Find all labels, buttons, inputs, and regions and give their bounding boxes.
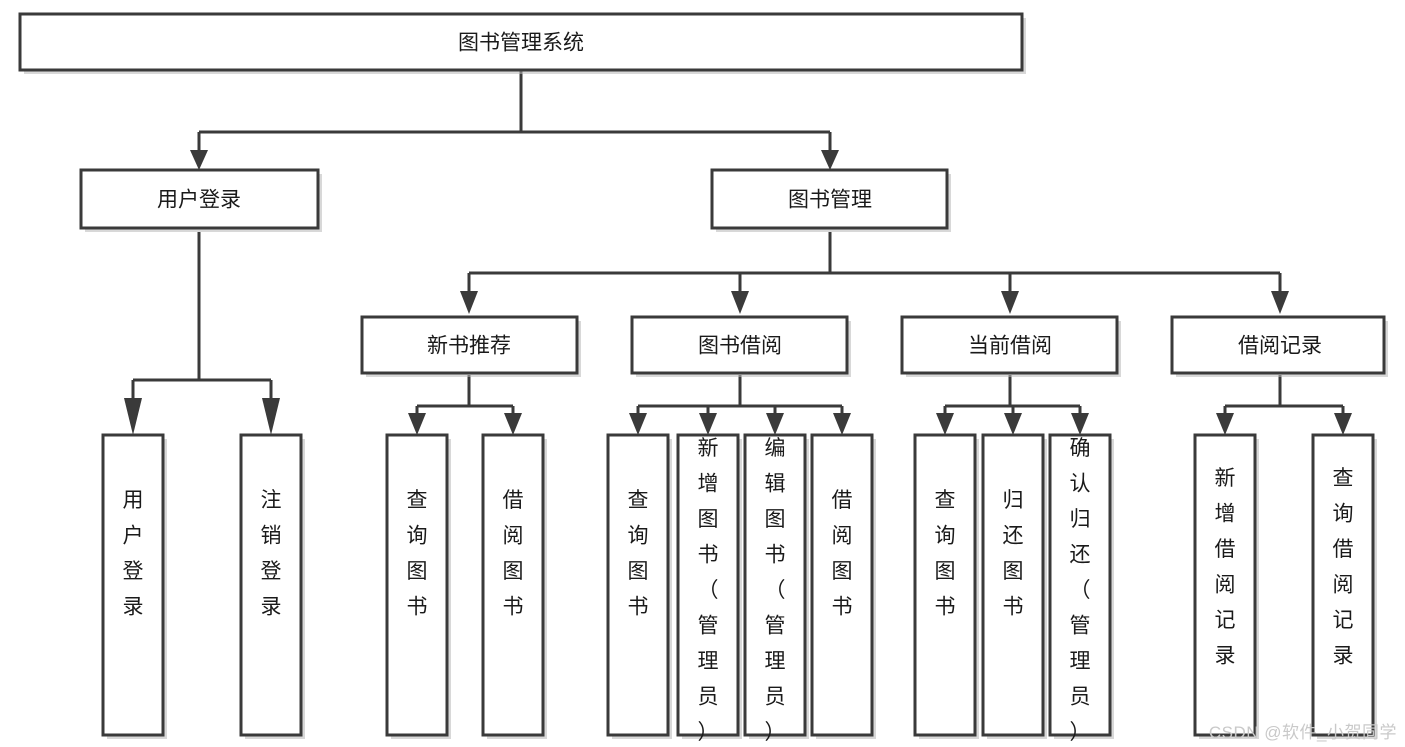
leaf-node[interactable]: 借阅图书 [810, 433, 876, 739]
leaf-newbook-borrow-label: 借阅图书 [503, 489, 524, 619]
node-book-management-label: 图书管理 [788, 189, 872, 212]
node-current-borrow[interactable]: 当前借阅 [900, 315, 1121, 377]
leaf-user-login-label: 用户登录 [123, 489, 144, 619]
node-book-borrow-box[interactable] [630, 315, 849, 375]
leaf-node[interactable]: 查询借阅记录 [1311, 433, 1377, 739]
leaf-borrow-query-box[interactable] [606, 433, 670, 737]
arrow-bookborrow-leaf-4 [833, 413, 851, 435]
node-root[interactable]: 图书管理系统 [18, 12, 1026, 74]
leaf-borrow-book-label: 借阅图书 [832, 489, 853, 619]
node-current-borrow-box[interactable] [900, 315, 1119, 375]
arrow-bookborrow-leaf-2 [699, 413, 717, 435]
node-new-book-recommend-box[interactable] [360, 315, 579, 375]
leaf-node[interactable]: 新增图书（管理员） [676, 433, 742, 744]
leaf-node[interactable]: 借阅图书 [481, 433, 547, 739]
leaf-node[interactable]: 新增借阅记录 [1193, 433, 1259, 739]
arrow-borrowrecord-leaf-1 [1216, 413, 1234, 435]
leaf-node[interactable]: 查询图书 [385, 433, 451, 739]
node-current-borrow-label: 当前借阅 [968, 335, 1052, 358]
arrow-bookmgmt-to-current-borrow [1001, 291, 1019, 314]
leaf-logout-box[interactable] [239, 433, 303, 737]
arrow-currentborrow-leaf-1 [936, 413, 954, 435]
arrow-userlogin-leaf-1 [124, 398, 142, 435]
arrow-currentborrow-leaf-2 [1004, 413, 1022, 435]
leaf-borrow-book-box[interactable] [810, 433, 874, 737]
arrow-bookmgmt-to-borrow-record [1271, 291, 1289, 314]
node-book-borrow[interactable]: 图书借阅 [630, 315, 851, 377]
node-new-book-recommend[interactable]: 新书推荐 [360, 315, 581, 377]
leaf-current-confirm-label: 确认归还（管理员） [1070, 437, 1091, 744]
leaf-node[interactable]: 查询图书 [606, 433, 672, 739]
leaf-borrow-query-label: 查询图书 [628, 489, 649, 619]
node-borrow-record[interactable]: 借阅记录 [1170, 315, 1388, 377]
node-user-login-box[interactable] [79, 168, 320, 230]
arrow-borrowrecord-leaf-2 [1334, 413, 1352, 435]
arrow-bookmgmt-to-book-borrow [731, 291, 749, 314]
leaf-newbook-borrow-box[interactable] [481, 433, 545, 737]
leaf-current-query-box[interactable] [913, 433, 977, 737]
leaf-record-query-label: 查询借阅记录 [1333, 467, 1354, 668]
node-book-borrow-label: 图书借阅 [698, 335, 782, 358]
leaf-record-add-box[interactable] [1193, 433, 1257, 737]
leaf-current-return-label: 归还图书 [1003, 489, 1024, 619]
arrow-newbook-leaf-1 [408, 413, 426, 435]
leaf-current-return-box[interactable] [981, 433, 1045, 737]
connector-layer [124, 70, 1352, 435]
leaf-current-query-label: 查询图书 [935, 489, 956, 619]
leaf-node[interactable]: 确认归还（管理员） [1048, 433, 1114, 744]
leaf-user-login-box[interactable] [101, 433, 165, 737]
arrow-bookmgmt-to-new-book [460, 291, 478, 314]
node-book-management-box[interactable] [710, 168, 949, 230]
leaf-node[interactable]: 归还图书 [981, 433, 1047, 739]
arrow-bookborrow-leaf-1 [629, 413, 647, 435]
arrow-currentborrow-leaf-3 [1071, 413, 1089, 435]
leaf-node[interactable]: 注销登录 [239, 433, 305, 739]
arrow-root-to-user-login [190, 150, 208, 170]
node-new-book-recommend-label: 新书推荐 [427, 335, 511, 358]
node-root-box[interactable] [18, 12, 1024, 72]
leaf-borrow-edit-box[interactable] [743, 433, 807, 737]
leaf-node[interactable]: 查询图书 [913, 433, 979, 739]
leaf-record-add-label: 新增借阅记录 [1215, 467, 1236, 668]
leaf-logout-label: 注销登录 [261, 489, 282, 619]
arrow-userlogin-leaf-2 [262, 398, 280, 435]
leaf-current-confirm-box[interactable] [1048, 433, 1112, 737]
node-book-management[interactable]: 图书管理 [710, 168, 951, 232]
leaf-newbook-query-box[interactable] [385, 433, 449, 737]
node-root-label: 图书管理系统 [458, 32, 584, 55]
leaf-node[interactable]: 编辑图书（管理员） [743, 433, 809, 744]
arrow-newbook-leaf-2 [504, 413, 522, 435]
leaf-borrow-edit-label: 编辑图书（管理员） [765, 437, 786, 744]
leaf-borrow-add-box[interactable] [676, 433, 740, 737]
arrow-bookborrow-leaf-3 [766, 413, 784, 435]
leaf-node[interactable]: 用户登录 [101, 433, 167, 739]
node-borrow-record-box[interactable] [1170, 315, 1386, 375]
leaf-record-query-box[interactable] [1311, 433, 1375, 737]
node-user-login-label: 用户登录 [157, 189, 241, 212]
leaf-borrow-add-label: 新增图书（管理员） [698, 437, 719, 744]
node-user-login[interactable]: 用户登录 [79, 168, 322, 232]
leaf-newbook-query-label: 查询图书 [407, 489, 428, 619]
arrow-root-to-book-mgmt [821, 150, 839, 170]
node-borrow-record-label: 借阅记录 [1238, 335, 1322, 358]
